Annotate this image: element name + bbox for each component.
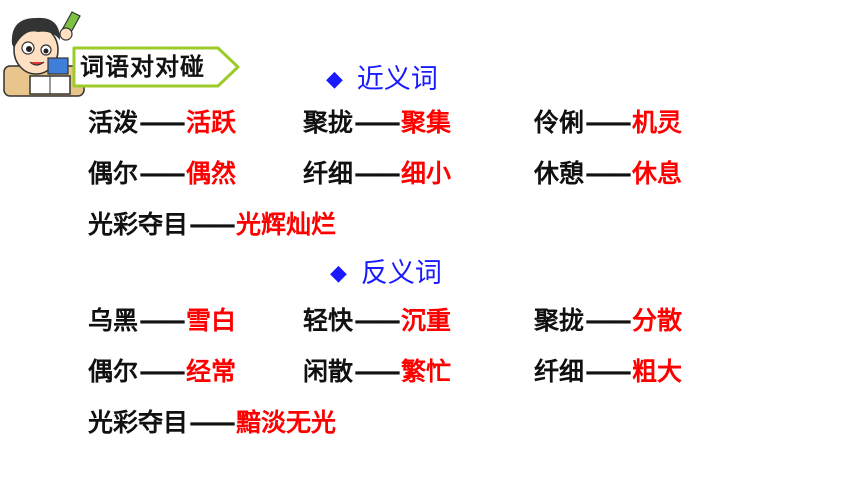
synonym-pair: 偶尔——偶然 bbox=[88, 156, 236, 192]
pair-dash: —— bbox=[354, 159, 401, 188]
pair-answer: 繁忙 bbox=[401, 357, 452, 386]
synonym-pair: 聚拢——聚集 bbox=[303, 105, 451, 141]
synonym-pair: 活泼——活跃 bbox=[88, 105, 236, 141]
pair-word: 偶尔 bbox=[88, 357, 139, 386]
pair-answer: 光辉灿烂 bbox=[236, 210, 337, 239]
pair-answer: 粗大 bbox=[632, 357, 683, 386]
pair-word: 伶俐 bbox=[534, 108, 585, 137]
page-title: 词语对对碰 bbox=[80, 53, 205, 81]
pair-answer: 经常 bbox=[186, 357, 237, 386]
pair-dash: —— bbox=[139, 108, 186, 137]
antonym-pair: 轻快——沉重 bbox=[303, 303, 451, 339]
pair-answer: 偶然 bbox=[186, 159, 237, 188]
pair-dash: —— bbox=[354, 108, 401, 137]
pair-dash: —— bbox=[139, 306, 186, 335]
pair-dash: —— bbox=[585, 159, 632, 188]
pair-word: 休憩 bbox=[534, 159, 585, 188]
pair-answer: 机灵 bbox=[632, 108, 683, 137]
pair-dash: —— bbox=[585, 357, 632, 386]
synonym-pair: 光彩夺目——光辉灿烂 bbox=[88, 207, 336, 243]
title-tag-shape bbox=[72, 46, 240, 88]
pair-dash: —— bbox=[585, 108, 632, 137]
pair-dash: —— bbox=[189, 408, 236, 437]
pair-answer: 细小 bbox=[401, 159, 452, 188]
diamond-bullet-icon: ◆ bbox=[326, 67, 343, 92]
antonym-pair: 纤细——粗大 bbox=[534, 354, 682, 390]
synonym-pair: 纤细——细小 bbox=[303, 156, 451, 192]
pair-word: 光彩夺目 bbox=[88, 408, 189, 437]
pair-word: 乌黑 bbox=[88, 306, 139, 335]
pair-word: 轻快 bbox=[303, 306, 354, 335]
pair-word: 纤细 bbox=[303, 159, 354, 188]
synonym-pair: 伶俐——机灵 bbox=[534, 105, 682, 141]
pair-answer: 沉重 bbox=[401, 306, 452, 335]
antonym-pair: 偶尔——经常 bbox=[88, 354, 236, 390]
pair-dash: —— bbox=[354, 306, 401, 335]
pair-word: 聚拢 bbox=[303, 108, 354, 137]
cartoon-boy-reading-icon bbox=[3, 11, 85, 97]
synonyms-heading-label: 近义词 bbox=[356, 64, 438, 95]
pair-answer: 聚集 bbox=[401, 108, 452, 137]
antonyms-heading: ◆ 反义词 bbox=[330, 256, 442, 292]
pair-answer: 活跃 bbox=[186, 108, 237, 137]
pair-word: 光彩夺目 bbox=[88, 210, 189, 239]
pair-word: 活泼 bbox=[88, 108, 139, 137]
pair-answer: 黯淡无光 bbox=[236, 408, 337, 437]
pair-dash: —— bbox=[139, 159, 186, 188]
antonym-pair: 闲散——繁忙 bbox=[303, 354, 451, 390]
pair-answer: 分散 bbox=[632, 306, 683, 335]
pair-word: 偶尔 bbox=[88, 159, 139, 188]
pair-word: 聚拢 bbox=[534, 306, 585, 335]
pair-answer: 雪白 bbox=[186, 306, 237, 335]
diamond-bullet-icon: ◆ bbox=[330, 261, 347, 286]
pair-word: 纤细 bbox=[534, 357, 585, 386]
antonyms-heading-label: 反义词 bbox=[360, 258, 442, 289]
pair-dash: —— bbox=[189, 210, 236, 239]
title-tag: 词语对对碰 bbox=[70, 44, 242, 90]
antonym-pair: 聚拢——分散 bbox=[534, 303, 682, 339]
antonym-pair: 乌黑——雪白 bbox=[88, 303, 236, 339]
pair-word: 闲散 bbox=[303, 357, 354, 386]
pair-answer: 休息 bbox=[632, 159, 683, 188]
pair-dash: —— bbox=[354, 357, 401, 386]
synonym-pair: 休憩——休息 bbox=[534, 156, 682, 192]
synonyms-heading: ◆ 近义词 bbox=[326, 62, 438, 98]
pair-dash: —— bbox=[585, 306, 632, 335]
pair-dash: —— bbox=[139, 357, 186, 386]
antonym-pair: 光彩夺目——黯淡无光 bbox=[88, 405, 336, 441]
